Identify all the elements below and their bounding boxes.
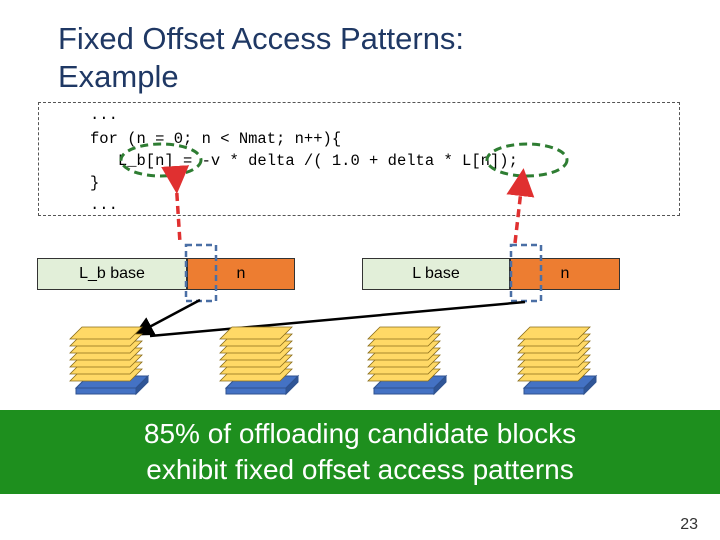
highlight-banner	[0, 410, 720, 494]
segment-n-2: n	[510, 258, 620, 290]
slide-title: Fixed Offset Access Patterns: Example	[58, 20, 678, 96]
red-arrow-right	[506, 168, 535, 244]
code-box	[38, 102, 680, 216]
segment-lb-base: L_b base	[37, 258, 187, 290]
highlight-l-index	[485, 142, 569, 178]
arrow-from-l-block	[149, 300, 526, 338]
arrow-to-lb-block	[133, 298, 201, 336]
red-arrow-left	[161, 165, 190, 244]
banner-line-2: exhibit fixed offset access patterns	[146, 454, 574, 485]
segment-l-base: L base	[362, 258, 510, 290]
offset-box-right	[509, 243, 543, 303]
memory-block-stack-4	[517, 326, 597, 395]
title-line-1: Fixed Offset Access Patterns:	[58, 21, 465, 56]
code-line-3: L_b[n] = -v * delta /( 1.0 + delta * L[n…	[90, 152, 518, 170]
memory-block-stack-1	[69, 326, 149, 395]
highlight-lb-index	[119, 142, 203, 178]
banner-text: 85% of offloading candidate blocks exhib…	[0, 416, 720, 488]
segment-n-1: n	[187, 258, 295, 290]
title-line-2: Example	[58, 59, 179, 94]
page-number: 23	[680, 516, 698, 533]
code-line-2: for (n = 0; n < Nmat; n++){	[90, 130, 342, 148]
offset-box-left	[184, 243, 218, 303]
memory-block-stack-2	[219, 326, 299, 395]
code-line-1: ...	[90, 106, 118, 124]
code-line-5: ...	[90, 196, 118, 214]
banner-line-1: 85% of offloading candidate blocks	[143, 418, 577, 449]
memory-block-stack-3	[367, 326, 447, 395]
code-line-4: }	[90, 174, 100, 192]
